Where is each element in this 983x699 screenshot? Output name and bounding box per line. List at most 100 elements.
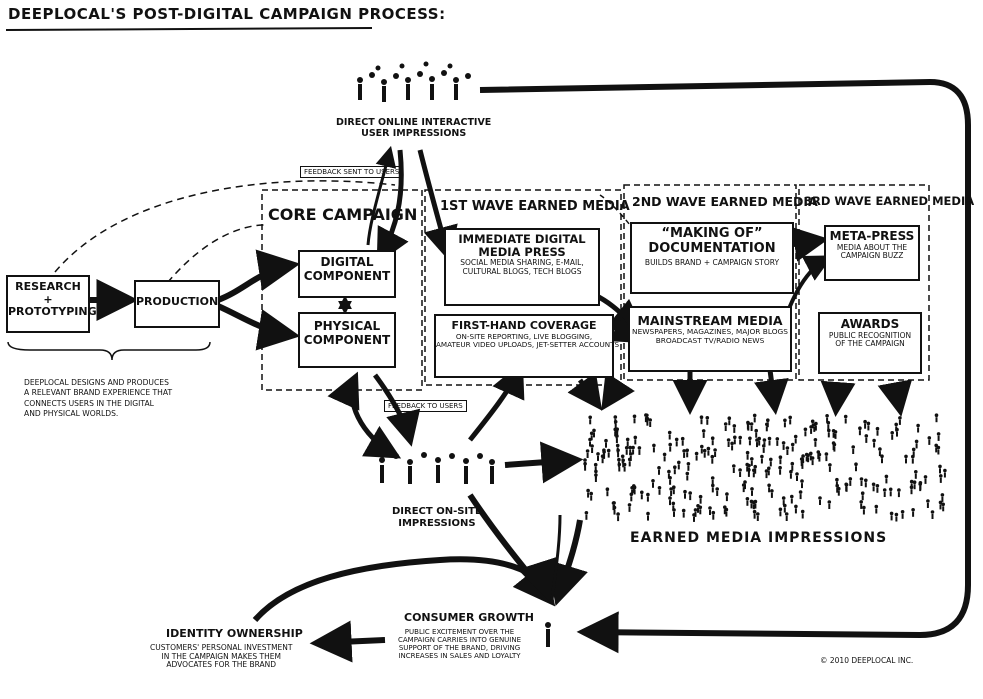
loop-right [479, 78, 971, 654]
crowd-person-head [790, 494, 794, 499]
crowd-person-body [615, 438, 618, 444]
crowd-person-head [872, 438, 876, 443]
crowd-person-body [684, 493, 686, 499]
crowd-person-head [705, 416, 710, 420]
crowd-person-body [881, 458, 883, 464]
crowd-person-head [916, 423, 920, 428]
crowd-person-head [878, 447, 882, 451]
crowd-person-body [855, 466, 857, 472]
firsthand-desc: On-site reporting, live blogging, amateu… [436, 331, 620, 349]
crowd-person-body [714, 452, 717, 457]
crowd-person-body [725, 511, 728, 517]
crowd-person-body [825, 456, 828, 462]
crowd-person-body [646, 496, 649, 502]
crowd-person-head [927, 436, 932, 440]
crowd-person-head [875, 484, 880, 488]
crowd-person-head [685, 471, 690, 476]
crowd-person-head [752, 413, 757, 418]
crowd-person-head [613, 415, 618, 419]
crowd-person-body [673, 511, 675, 517]
crowd-person-head [912, 480, 917, 485]
crowd-person-head [749, 499, 754, 504]
crowd-person-head [794, 504, 798, 509]
crowd-person-head [750, 457, 754, 461]
crowd-person-body [833, 446, 836, 452]
crowd-person-head [858, 426, 862, 431]
crowd-person-body [878, 451, 881, 457]
crowd-person-head [686, 462, 691, 466]
crowd-person-head [701, 429, 706, 433]
crowd-person-body [801, 483, 803, 489]
crowd-person-head [943, 468, 947, 473]
crowd-person-body [931, 514, 934, 519]
crowd-person-head [621, 458, 625, 463]
crowd-person-head [672, 485, 676, 490]
crowd-person-body [828, 466, 831, 472]
crowd-person-head [637, 446, 642, 450]
consumer-growth-title: Consumer Growth [404, 611, 534, 624]
firsthand-title: First-hand Coverage [451, 319, 597, 332]
making-of-title: “Making of” Documentation [648, 226, 776, 256]
crowd-person-body [750, 460, 753, 466]
crowd-person-head [940, 493, 945, 497]
crowd-person-head [854, 462, 858, 467]
crowd-person-body [864, 482, 867, 488]
firsthand-box: First-hand Coverage On-site reporting, l… [434, 314, 620, 378]
crowd-person-body [867, 425, 870, 431]
crowd-person-body [702, 432, 705, 438]
crowd-person-head [616, 512, 620, 516]
crowd-person-head [589, 431, 594, 436]
crowd-person-body [813, 426, 816, 432]
crowd-person-head [646, 511, 650, 516]
online-crowd-icon [357, 61, 471, 102]
crowd-person-body [783, 422, 786, 428]
arrow-production-physical [216, 303, 301, 351]
crowd-person-head [938, 464, 942, 469]
crowd-person-body [805, 456, 808, 462]
crowd-person-body [827, 432, 830, 438]
crowd-person-head [723, 505, 727, 510]
crowd-person-body [667, 473, 670, 479]
crowd-person-body [752, 504, 755, 510]
crowd-person-head [617, 462, 622, 467]
wave1-region [424, 189, 622, 386]
crowd-person-body [652, 482, 654, 488]
crowd-person-head [911, 447, 916, 452]
crowd-person-body [616, 431, 619, 437]
crowd-person-head [657, 466, 661, 470]
crowd-person-body [786, 450, 789, 455]
crowd-person-head [848, 477, 853, 481]
crowd-person-head [662, 452, 667, 457]
crowd-person-head [941, 502, 945, 507]
crowd-person-head [592, 428, 596, 433]
crowd-person-body [756, 516, 759, 521]
crowd-person-head [726, 438, 731, 442]
crowd-person-body [779, 469, 782, 475]
crowd-person-body [617, 516, 620, 522]
crowd-person-head [727, 416, 732, 421]
crowd-person-head [894, 422, 898, 427]
crowd-person-body [747, 425, 750, 431]
crowd-person-head [754, 428, 758, 433]
crowd-person-body [753, 513, 756, 519]
crowd-person-head [803, 427, 808, 432]
crowd-person-body [649, 422, 652, 427]
crowd-person-body [706, 419, 709, 425]
crowd-person-body [804, 431, 807, 437]
crowd-person-head [710, 436, 715, 441]
crowd-person-body [861, 495, 864, 501]
immediate-press-title: Immediate Digital Media Press [458, 232, 586, 260]
feedback-arc [54, 180, 396, 273]
crowd-person-body [733, 427, 736, 433]
crowd-person-body [681, 440, 684, 446]
crowd-person-body [782, 500, 785, 506]
crowd-person-body [669, 500, 671, 506]
crowd-person-body [612, 505, 615, 511]
crowd-person-head [628, 445, 632, 450]
arrow-onsite-earned [504, 441, 584, 484]
crowd-person-head [844, 482, 848, 487]
crowd-person-head [761, 444, 766, 448]
crowd-person-body [913, 484, 916, 490]
crowd-person-head [711, 483, 715, 488]
